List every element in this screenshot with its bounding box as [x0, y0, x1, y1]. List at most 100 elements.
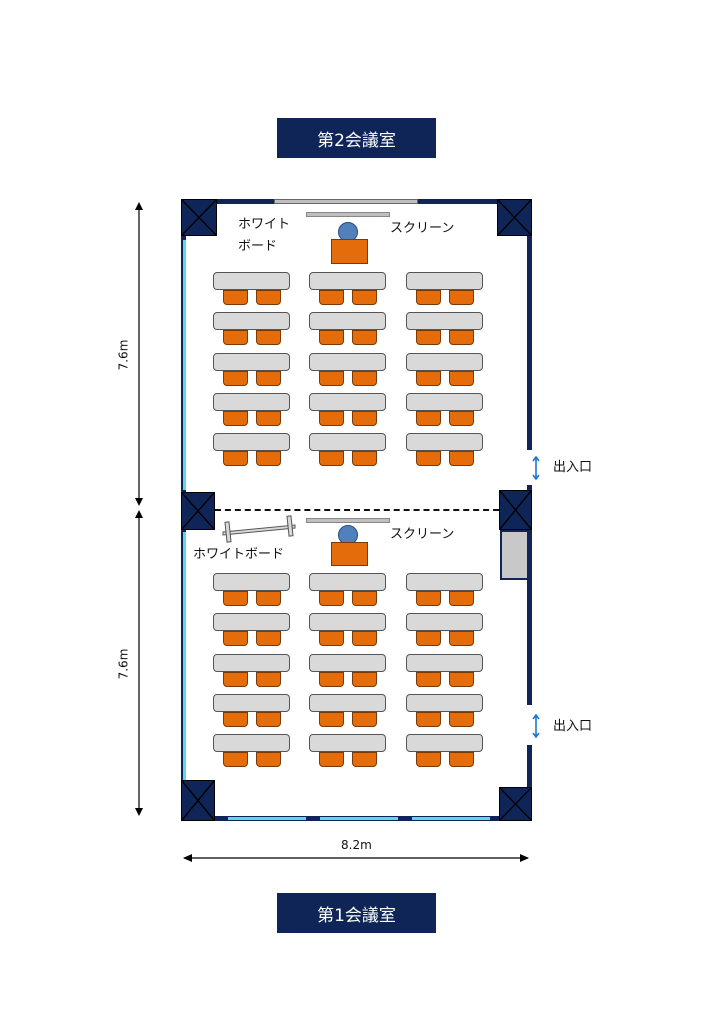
entrance-label: 出入口: [553, 460, 593, 475]
chair: [223, 752, 248, 768]
pillar: [181, 199, 217, 236]
pillar: [181, 780, 215, 821]
chair: [319, 631, 344, 647]
table: [406, 312, 483, 331]
table: [406, 272, 483, 290]
bottom-window: [228, 817, 306, 820]
chair: [223, 370, 248, 386]
top-wall-window: [274, 199, 418, 204]
table: [213, 613, 290, 632]
chair: [449, 752, 474, 768]
height-dimension-lines: [135, 202, 143, 816]
right-wall-a: [527, 199, 532, 450]
right-wall-c: [527, 745, 532, 821]
lectern: [331, 542, 368, 566]
table: [309, 653, 386, 672]
chair: [449, 330, 474, 346]
bottom-window: [412, 817, 490, 820]
chair: [319, 591, 344, 606]
table: [213, 272, 290, 290]
chair: [256, 591, 281, 606]
room-title-1: 第1会議室: [277, 893, 436, 933]
table: [213, 392, 290, 411]
table: [213, 693, 290, 712]
table: [406, 693, 483, 712]
whiteboard-label: ボード: [238, 239, 278, 254]
chair: [256, 451, 281, 467]
upper-height-dimension: 7.6m: [116, 339, 131, 371]
chair: [223, 410, 248, 426]
chair: [416, 290, 441, 305]
chair: [256, 631, 281, 647]
chair: [449, 631, 474, 647]
chair: [416, 591, 441, 606]
table: [406, 392, 483, 411]
table: [213, 573, 290, 591]
chair: [256, 671, 281, 687]
chair: [416, 631, 441, 647]
lower-height-dimension: 7.6m: [116, 648, 131, 680]
table: [309, 693, 386, 712]
chair: [256, 752, 281, 768]
movable-partition: [215, 509, 499, 511]
entrance-label: 出入口: [553, 719, 593, 734]
table: [213, 312, 290, 331]
screen-label: スクリーン: [390, 527, 455, 542]
chair: [352, 290, 377, 305]
table: [213, 352, 290, 371]
whiteboard-icon: [222, 515, 296, 543]
table: [213, 653, 290, 672]
table: [406, 573, 483, 591]
chair: [319, 290, 344, 305]
chair: [319, 711, 344, 727]
table: [213, 433, 290, 452]
storage-cabinet: [500, 530, 529, 580]
chair: [416, 671, 441, 687]
chair: [449, 451, 474, 467]
chair: [416, 711, 441, 727]
chair: [416, 451, 441, 467]
pillar: [499, 490, 532, 530]
chair: [352, 752, 377, 768]
chair: [352, 591, 377, 606]
chair: [449, 410, 474, 426]
table: [309, 734, 386, 753]
table: [406, 734, 483, 753]
chair: [416, 370, 441, 386]
table: [406, 352, 483, 371]
left-window-lower: [183, 532, 186, 780]
chair: [319, 451, 344, 467]
screen-lower: [306, 518, 390, 523]
chair: [223, 591, 248, 606]
width-dimension: 8.2m: [341, 838, 372, 852]
pillar: [497, 199, 532, 236]
chair: [416, 330, 441, 346]
chair: [416, 752, 441, 768]
width-dimension-line: [183, 854, 529, 862]
chair: [352, 370, 377, 386]
chair: [223, 671, 248, 687]
table: [213, 734, 290, 753]
table: [309, 272, 386, 290]
door-arrow-icon: [532, 713, 540, 739]
table: [309, 573, 386, 591]
door-arrow-icon: [532, 455, 540, 481]
chair: [352, 671, 377, 687]
whiteboard-label: ホワイト: [238, 217, 291, 232]
chair: [352, 631, 377, 647]
chair: [352, 330, 377, 346]
chair: [319, 370, 344, 386]
table: [406, 653, 483, 672]
chair: [223, 290, 248, 305]
table: [406, 433, 483, 452]
chair: [352, 451, 377, 467]
chair: [223, 330, 248, 346]
table: [309, 392, 386, 411]
chair: [256, 410, 281, 426]
chair: [352, 711, 377, 727]
chair: [449, 591, 474, 606]
chair: [223, 711, 248, 727]
table: [309, 312, 386, 331]
table: [406, 613, 483, 632]
